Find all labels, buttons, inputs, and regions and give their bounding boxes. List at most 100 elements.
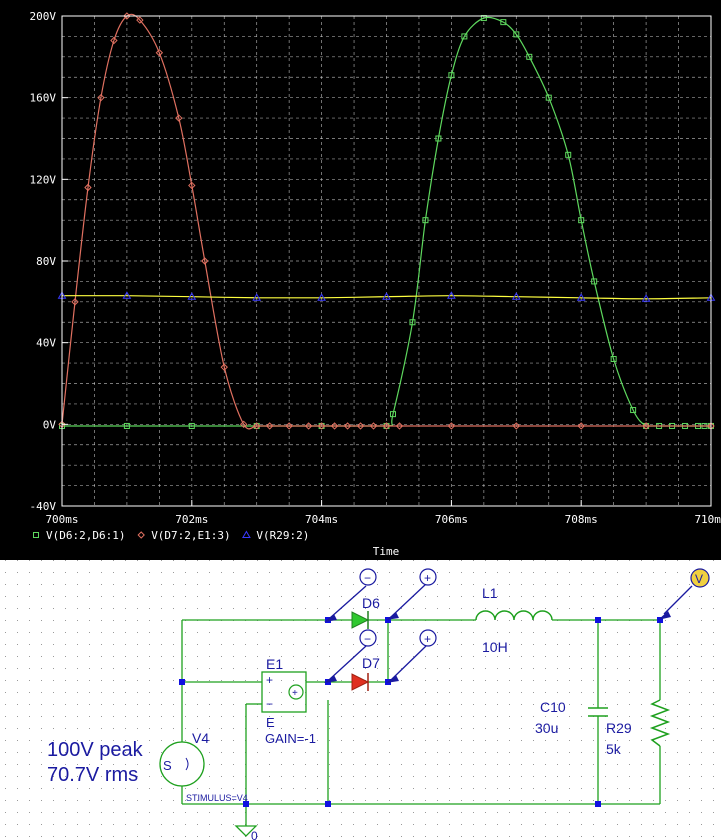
legend-label: V(R29:2) bbox=[256, 529, 309, 542]
e1-minus-pin: − bbox=[266, 697, 273, 711]
series-2-point bbox=[123, 12, 131, 20]
series-2-point bbox=[240, 420, 248, 429]
series-3-point bbox=[576, 293, 586, 301]
legend-marker-triangle bbox=[242, 530, 251, 538]
series-2-point bbox=[447, 422, 456, 430]
capacitor-c10[interactable] bbox=[588, 707, 608, 717]
series-2-point bbox=[285, 422, 293, 430]
series-2-point bbox=[356, 422, 365, 430]
e1-gain: GAIN=-1 bbox=[265, 731, 316, 746]
series-2-point bbox=[71, 298, 79, 306]
series-1-point bbox=[461, 33, 468, 40]
voltage-probe-output-icon[interactable] bbox=[658, 568, 710, 620]
series-1-point bbox=[188, 422, 195, 429]
series-2-point bbox=[175, 114, 183, 122]
schematic-grid-dots bbox=[0, 560, 721, 840]
voltage-probe-d6-cathode-icon[interactable] bbox=[324, 568, 377, 622]
series-1-point bbox=[389, 411, 396, 418]
l1-label: L1 bbox=[482, 585, 498, 601]
series-2-point bbox=[577, 422, 585, 430]
y-tick-label: 80V bbox=[36, 255, 56, 268]
voltage-probe-d7-cathode-icon[interactable] bbox=[324, 629, 377, 683]
series-1-point bbox=[578, 217, 585, 224]
series-3-point bbox=[511, 292, 521, 300]
legend-entry-3: V(R29:2) bbox=[242, 529, 309, 542]
series-2-point bbox=[330, 422, 339, 430]
legend-entry-1: V(D6:2,D6:1) bbox=[33, 529, 125, 542]
c10-label: C10 bbox=[540, 699, 566, 715]
probe-minus-1: − bbox=[364, 571, 371, 585]
x-tick-label: 706ms bbox=[435, 513, 468, 526]
legend-label: V(D7:2,E1:3) bbox=[151, 529, 230, 542]
series-2-point bbox=[369, 422, 378, 430]
series-1-point bbox=[422, 217, 429, 224]
diode-d6[interactable] bbox=[351, 611, 370, 629]
series-1-point bbox=[123, 422, 130, 429]
voltage-probe-d7-anode-icon[interactable] bbox=[386, 629, 437, 683]
series-3-point bbox=[447, 291, 456, 299]
v4-label: V4 bbox=[192, 730, 209, 746]
series-1-point bbox=[591, 278, 598, 285]
e1-plus-pin: + bbox=[266, 673, 273, 687]
series-2-point bbox=[382, 422, 391, 430]
resistor-r29[interactable] bbox=[649, 699, 671, 747]
y-tick-label: 40V bbox=[36, 337, 56, 350]
legend-entry-2: V(D7:2,E1:3) bbox=[137, 529, 231, 542]
y-tick-label: 160V bbox=[30, 92, 57, 105]
note-rms-voltage: 70.7V rms bbox=[47, 764, 138, 786]
probe-minus-2: − bbox=[364, 632, 371, 646]
series-2-point bbox=[512, 422, 521, 430]
v4-source-symbol: S bbox=[163, 758, 172, 773]
d6-label: D6 bbox=[362, 595, 380, 611]
series-3-point bbox=[122, 291, 132, 299]
series-1-point bbox=[409, 319, 416, 326]
e1-label: E1 bbox=[266, 656, 283, 672]
series-2-point bbox=[188, 181, 196, 190]
series-1-point bbox=[500, 19, 507, 26]
y-tick-label: 200V bbox=[30, 10, 57, 23]
x-tick-label: 700ms bbox=[45, 513, 78, 526]
diode-d7[interactable] bbox=[351, 673, 370, 691]
controlled-source-e1[interactable] bbox=[261, 671, 307, 713]
probe-plus-2: + bbox=[424, 632, 431, 646]
voltage-source-v4[interactable] bbox=[159, 741, 205, 787]
x-tick-label: 702ms bbox=[175, 513, 208, 526]
plot-legend: V(D6:2,D6:1) V(D7:2,E1:3) V(R29:2) bbox=[33, 529, 309, 542]
series-3-point bbox=[382, 292, 391, 300]
series-2-point bbox=[304, 422, 313, 430]
series-2-point bbox=[84, 183, 92, 192]
r29-value: 5k bbox=[606, 741, 622, 757]
legend-marker-diamond bbox=[137, 531, 145, 539]
series-2-point bbox=[201, 257, 209, 265]
series-2-point bbox=[395, 422, 404, 430]
plot-series bbox=[57, 12, 716, 430]
r29-label: R29 bbox=[606, 720, 632, 736]
x-tick-label: 710ms bbox=[694, 513, 721, 526]
y-tick-label: 120V bbox=[30, 173, 57, 186]
series-2-line bbox=[61, 13, 711, 430]
x-tick-label: 704ms bbox=[305, 513, 338, 526]
series-1-point bbox=[630, 407, 637, 414]
e1-sublabel: E bbox=[266, 715, 275, 730]
series-2-point bbox=[97, 93, 105, 102]
series-3-point bbox=[317, 293, 326, 301]
inductor-l1[interactable] bbox=[475, 610, 553, 621]
series-3-point bbox=[187, 292, 197, 300]
x-tick-label: 708ms bbox=[565, 513, 598, 526]
y-tick-label: -40V bbox=[30, 500, 57, 513]
series-2-point bbox=[343, 422, 352, 430]
plot-background bbox=[0, 0, 721, 560]
ground-label: 0 bbox=[251, 829, 258, 840]
legend-label: V(D6:2,D6:1) bbox=[46, 529, 125, 542]
series-1-point bbox=[610, 356, 617, 362]
series-2-point bbox=[317, 422, 326, 430]
series-2-point bbox=[136, 16, 144, 24]
legend-marker-square bbox=[33, 532, 39, 538]
ground-symbol bbox=[234, 825, 258, 837]
series-1-point bbox=[513, 31, 520, 38]
series-3-point bbox=[641, 294, 651, 302]
voltage-probe-d6-anode-icon[interactable] bbox=[386, 568, 437, 620]
series-2-point bbox=[265, 422, 274, 430]
